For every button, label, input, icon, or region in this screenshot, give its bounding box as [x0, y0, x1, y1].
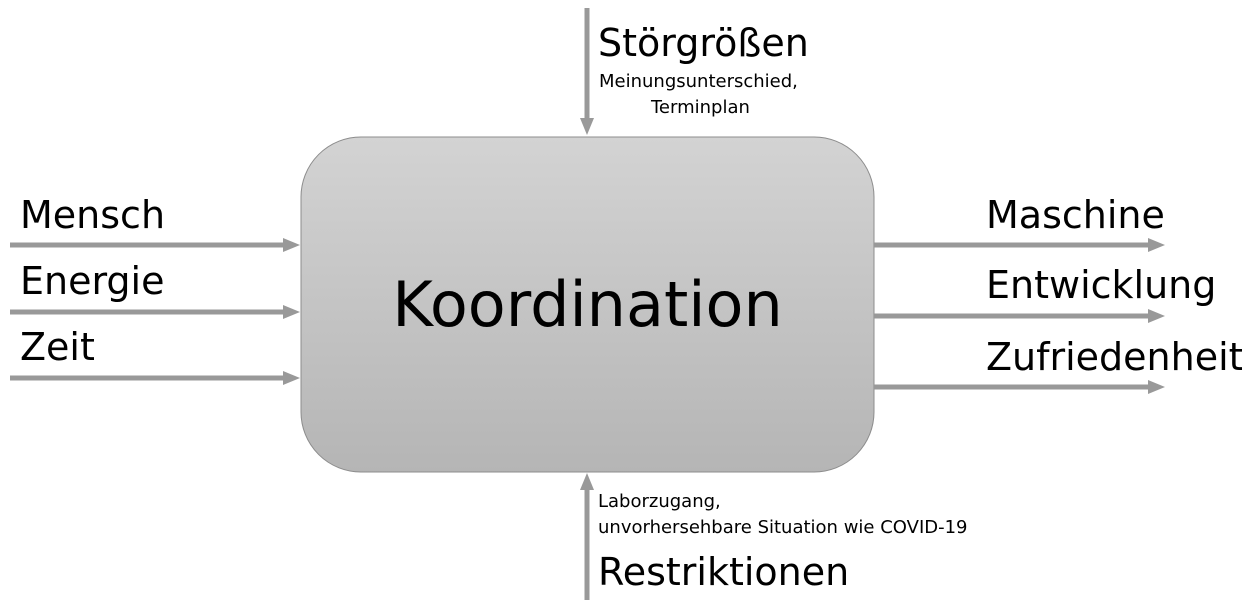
disturbance-detail-2: Terminplan	[651, 97, 750, 118]
input-label-zeit: Zeit	[20, 325, 95, 369]
output-label-maschine: Maschine	[986, 193, 1165, 237]
process-title: Koordination	[392, 268, 783, 341]
output-label-zufriedenheit: Zufriedenheit	[986, 335, 1242, 379]
disturbance-arrow	[580, 8, 594, 135]
input-arrow-2	[10, 305, 300, 319]
restriction-detail-1: Laborzugang,	[598, 491, 721, 512]
input-label-mensch: Mensch	[20, 193, 166, 237]
input-arrow-3	[10, 371, 300, 385]
input-arrow-1	[10, 238, 300, 252]
restriction-arrow	[580, 473, 594, 600]
output-label-entwicklung: Entwicklung	[986, 263, 1217, 307]
disturbance-title: Störgrößen	[598, 21, 809, 65]
output-arrow-1	[874, 238, 1165, 252]
disturbance-detail-1: Meinungsunterschied,	[599, 71, 798, 92]
input-label-energie: Energie	[20, 259, 165, 303]
process-box	[300, 136, 875, 473]
output-arrow-2	[874, 309, 1165, 323]
restriction-detail-2: unvorhersehbare Situation wie COVID-19	[598, 517, 968, 538]
restriction-title: Restriktionen	[598, 550, 850, 594]
output-arrow-3	[874, 380, 1165, 394]
